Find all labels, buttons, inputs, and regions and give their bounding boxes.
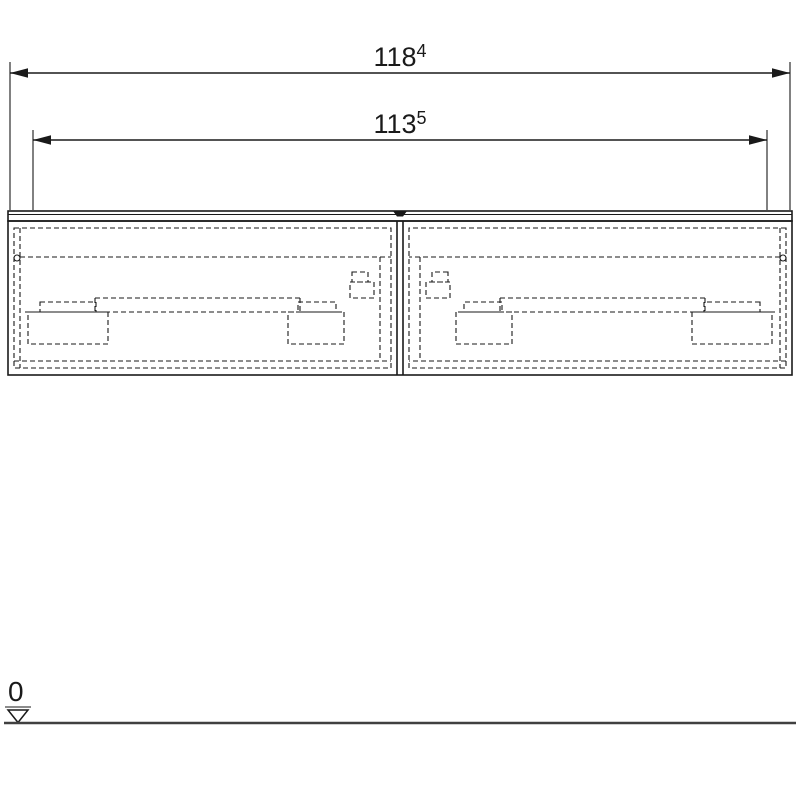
datum-triangle-icon	[6, 709, 30, 724]
arrowhead-right-icon	[749, 135, 767, 145]
inner-dimension-label: 1135	[373, 108, 426, 139]
datum-label: 0	[8, 676, 24, 707]
inner-width-dimension: 1135	[32, 108, 768, 210]
arrowhead-right-icon	[772, 68, 790, 78]
left-half-internals	[13, 227, 392, 369]
outer-width-dimension: 1184	[9, 41, 791, 210]
outer-dimension-label: 1184	[373, 41, 426, 72]
right-half-internals	[408, 227, 787, 369]
arrowhead-left-icon	[10, 68, 28, 78]
cabinet-body-outline	[7, 220, 793, 376]
datum-marker: 0	[5, 676, 31, 724]
top-panel-joint	[393, 211, 407, 217]
cabinet-front-view	[7, 210, 793, 376]
arrowhead-left-icon	[33, 135, 51, 145]
